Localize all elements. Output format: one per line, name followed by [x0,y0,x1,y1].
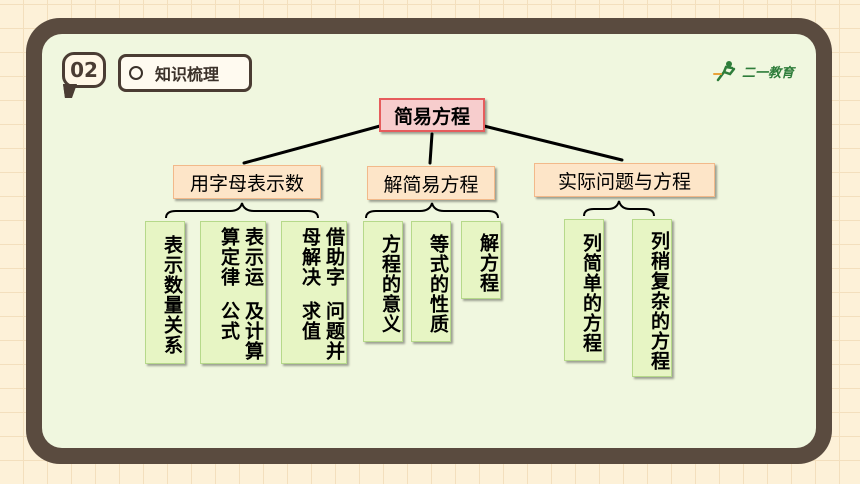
connector-root-branch1 [242,124,382,165]
brace-branch3 [583,200,655,217]
leaf-text-col: 及计算公式 [218,301,264,362]
leaf-node: 列稍复杂的方程 [632,219,672,377]
leaf-node: 方程的意义 [363,221,403,342]
connector-root-branch2 [428,132,434,165]
logo-text: 二一教育 [742,65,795,81]
leaf-text-col: 问题并求值 [299,301,345,362]
brand-logo: 二一教育 [712,60,794,82]
section-title: 知识梳理 [118,54,252,92]
leaf-node: 列简单的方程 [564,219,604,361]
leaf-text-col: 表示运算定律 [218,227,264,287]
section-number-badge: 02 [62,52,106,88]
connector-root-branch3 [482,124,624,162]
branch-node-2: 解简易方程 [367,166,495,200]
runner-icon [713,61,736,82]
section-title-text: 知识梳理 [155,65,220,84]
branch-node-3: 实际问题与方程 [534,163,715,197]
leaf-node: 等式的性质 [411,221,451,342]
root-node: 简易方程 [379,98,485,132]
leaf-text-col: 借助字母解决 [299,227,345,287]
circle-icon [129,66,143,80]
leaf-node: 表示数量关系 [145,221,185,364]
leaf-node: 表示运算定律 及计算公式 [200,221,266,364]
branch-node-1: 用字母表示数 [173,165,321,199]
brace-branch1 [165,202,319,219]
brace-branch2 [365,202,499,219]
leaf-node: 借助字母解决 问题并求值 [281,221,347,364]
leaf-node: 解方程 [461,221,501,299]
